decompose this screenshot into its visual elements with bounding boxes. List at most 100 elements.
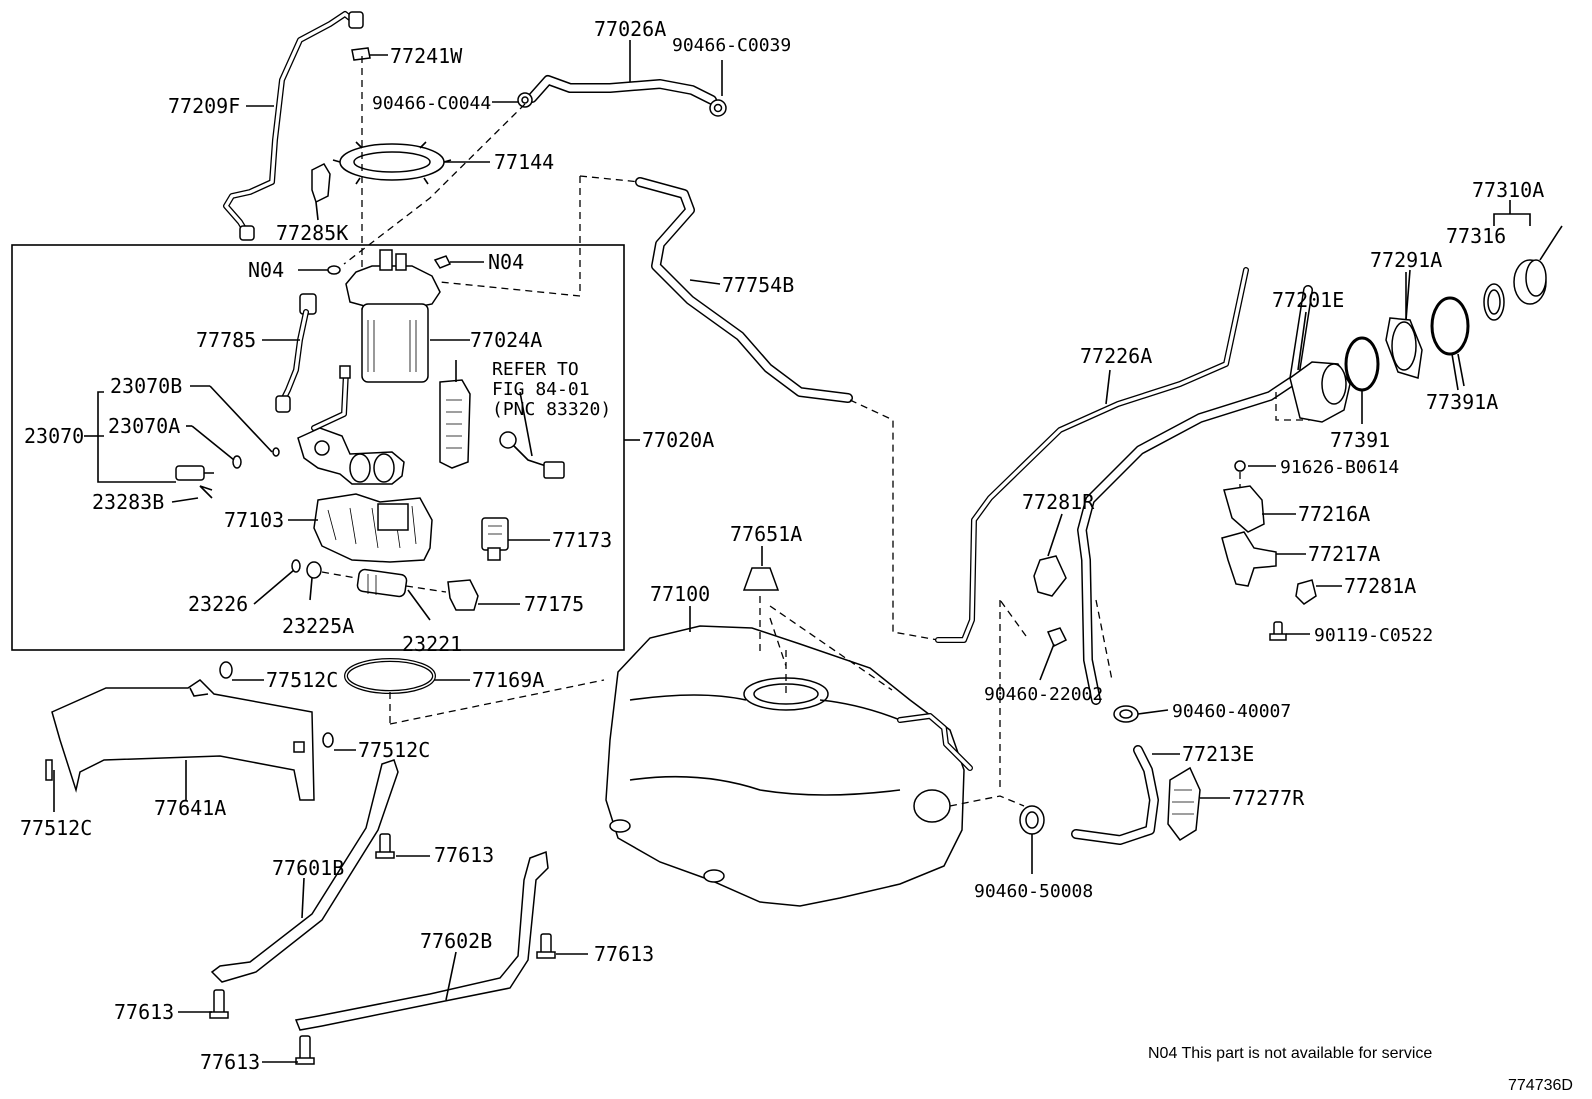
label-n04-b: N04: [488, 250, 524, 274]
band-77602B: [294, 850, 549, 1031]
label-77613-d: 77613: [200, 1050, 260, 1074]
filler-neck-77291A: [1385, 272, 1423, 379]
label-90119-C0522: 90119-C0522: [1314, 625, 1433, 646]
pump-housing-77103: [313, 493, 433, 563]
fuel-pump-assembly: [297, 365, 405, 485]
label-77103: 77103: [224, 508, 284, 532]
label-77613-b: 77613: [594, 942, 654, 966]
label-77310A: 77310A: [1472, 178, 1544, 202]
protector-77641A: [51, 679, 315, 801]
label-77024A: 77024A: [470, 328, 542, 352]
gasket-77391A: [1430, 296, 1470, 387]
label-refer-pnc: (PNC 83320): [492, 399, 611, 420]
n04-part-a: [327, 265, 341, 275]
hose-77026A: [527, 75, 717, 105]
leader-lines: [53, 40, 1459, 1063]
gasket-77391: [1344, 336, 1380, 424]
label-77512C-b: 77512C: [358, 738, 430, 762]
breather-tube-77226A: [935, 267, 1249, 643]
bolt-77613-d: [295, 1035, 315, 1065]
label-77613-c: 77613: [114, 1000, 174, 1024]
connector-77285K: [311, 163, 331, 204]
label-77020A: 77020A: [642, 428, 714, 452]
label-77217A: 77217A: [1308, 542, 1380, 566]
clamp-90466-C0044: [517, 92, 533, 108]
label-77316: 77316: [1446, 224, 1506, 248]
bracket-77217A: [1221, 531, 1277, 587]
protector-77277R: [1167, 766, 1201, 842]
cushion-23225A: [306, 561, 322, 579]
label-77213E: 77213E: [1182, 742, 1254, 766]
clamp-77281R: [1033, 555, 1067, 597]
bracket-77216A: [1223, 485, 1265, 533]
footnote: N04 This part is not available for servi…: [1148, 1045, 1432, 1062]
label-77241W: 77241W: [390, 44, 463, 68]
filter-23221: [356, 568, 408, 598]
label-77512C-a: 77512C: [266, 668, 338, 692]
label-77169A: 77169A: [472, 668, 544, 692]
label-23070A: 23070A: [108, 414, 180, 438]
cushion-77512C-a: [219, 661, 233, 679]
label-n04-a: N04: [248, 258, 284, 282]
cushion-77512C-c: [45, 759, 53, 781]
oring-23226: [291, 559, 301, 573]
ring-23070B: [272, 447, 280, 457]
bolt-77613-b: [536, 933, 556, 959]
label-23070: 23070: [24, 424, 84, 448]
clamp-77281A: [1295, 579, 1317, 605]
bracket-77175: [447, 579, 479, 611]
bolt-90119-C0522: [1269, 621, 1287, 641]
hose-77754B: [635, 177, 853, 403]
label-77613-a: 77613: [434, 843, 494, 867]
label-23070B: 23070B: [110, 374, 182, 398]
label-23225A: 23225A: [282, 614, 354, 638]
label-90460-22002: 90460-22002: [984, 684, 1103, 705]
sensor-leader: [519, 391, 533, 457]
label-23226: 23226: [188, 592, 248, 616]
fuel-pump-group-box: [11, 244, 625, 651]
fuel-cap-77310A: [1513, 225, 1563, 305]
label-77201E: 77201E: [1272, 288, 1344, 312]
n04-part-b: [433, 255, 452, 269]
clamp-90460-40007: [1113, 705, 1139, 723]
label-90460-40007: 90460-40007: [1172, 701, 1291, 722]
gasket-77169A: [344, 658, 436, 694]
ring-23070A: [232, 455, 242, 469]
label-23283B: 23283B: [92, 490, 164, 514]
label-77175: 77175: [524, 592, 584, 616]
pump-module-77024A: [345, 249, 441, 383]
label-77601B: 77601B: [272, 856, 344, 880]
clip-90460-22002: [1046, 627, 1068, 648]
label-77277R: 77277R: [1232, 786, 1305, 810]
clamp-90460-50008: [1019, 805, 1045, 835]
label-77281R: 77281R: [1022, 490, 1095, 514]
label-77173: 77173: [552, 528, 612, 552]
label-refer-to: REFER TO: [492, 359, 579, 380]
cushion-77651A: [742, 567, 780, 591]
regulator-77173: [481, 517, 509, 561]
label-77281A: 77281A: [1344, 574, 1416, 598]
retainer-ring-77144: [332, 141, 452, 185]
fuel-tank-77100: [605, 625, 973, 907]
bolt-77613-c: [209, 989, 229, 1019]
label-77391: 77391: [1330, 428, 1390, 452]
filler-pipe-77201E: [1077, 285, 1351, 705]
label-77602B: 77602B: [420, 929, 492, 953]
label-77291A: 77291A: [1370, 248, 1442, 272]
ring-77316: [1483, 283, 1505, 321]
label-90466-C0044: 90466-C0044: [372, 93, 491, 114]
part-labels: 77241W 77026A 90466-C0039 77209F 90466-C…: [20, 17, 1544, 1074]
fuel-sender-assembly: [439, 360, 471, 469]
label-77512C-c: 77512C: [20, 816, 92, 840]
screw-91626-B0614: [1234, 460, 1246, 472]
label-77641A: 77641A: [154, 796, 226, 820]
label-77100: 77100: [650, 582, 710, 606]
sensor-fig-84-01: [499, 431, 565, 479]
label-77754B: 77754B: [722, 273, 794, 297]
clamp-90466-C0039: [709, 60, 727, 117]
label-77216A: 77216A: [1298, 502, 1370, 526]
label-91626-B0614: 91626-B0614: [1280, 457, 1399, 478]
fitting-23283B: [175, 465, 214, 499]
clip-77241W: [351, 47, 388, 61]
